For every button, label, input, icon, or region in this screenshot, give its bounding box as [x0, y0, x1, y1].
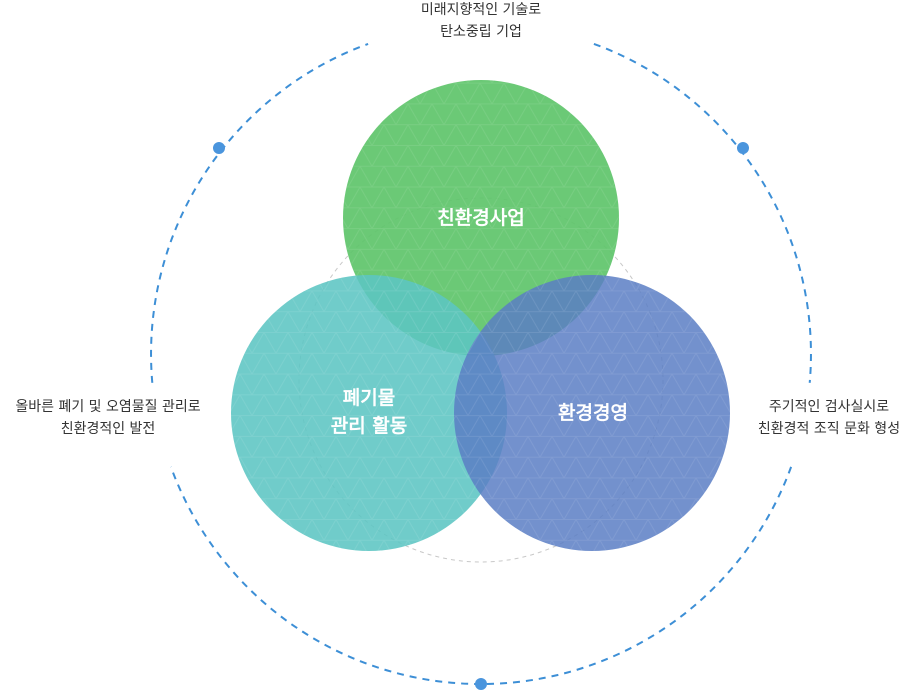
outer-ring-arc-1: [593, 42, 812, 383]
outer-label-top-line1: 미래지향적인 기술로: [420, 2, 542, 18]
ring-dot-left: [213, 142, 225, 154]
label-waste-management-line2: 관리 활동: [330, 415, 408, 437]
outer-label-left-line2: 친환경적인 발전: [60, 421, 156, 437]
label-eco-business-text: 친환경사업: [437, 207, 525, 229]
circle-waste-management-pattern: [231, 275, 507, 551]
outer-label-right: 주기적인 검사실시로 친환경적 조직 문화 형성: [745, 396, 913, 440]
label-eco-business: 친환경사업: [401, 204, 561, 232]
outer-label-top-line2: 탄소중립 기업: [440, 24, 522, 40]
ring-dot-bottom: [475, 678, 487, 690]
outer-label-left: 올바른 폐기 및 오염물질 관리로 친환경적인 발전: [0, 396, 216, 440]
ring-dot-right: [737, 142, 749, 154]
label-waste-management-line1: 폐기물: [342, 387, 396, 409]
outer-label-right-line1: 주기적인 검사실시로: [768, 399, 890, 415]
circle-env-management-pattern: [454, 275, 730, 551]
label-env-management-text: 환경경영: [558, 402, 628, 424]
outer-label-right-line2: 친환경적 조직 문화 형성: [757, 421, 901, 437]
label-env-management: 환경경영: [513, 399, 673, 427]
outer-ring-arc-3: [150, 42, 369, 383]
label-waste-management: 폐기물 관리 활동: [289, 384, 449, 440]
outer-label-left-line1: 올바른 폐기 및 오염물질 관리로: [15, 399, 201, 415]
outer-label-top: 미래지향적인 기술로 탄소중립 기업: [381, 0, 581, 43]
